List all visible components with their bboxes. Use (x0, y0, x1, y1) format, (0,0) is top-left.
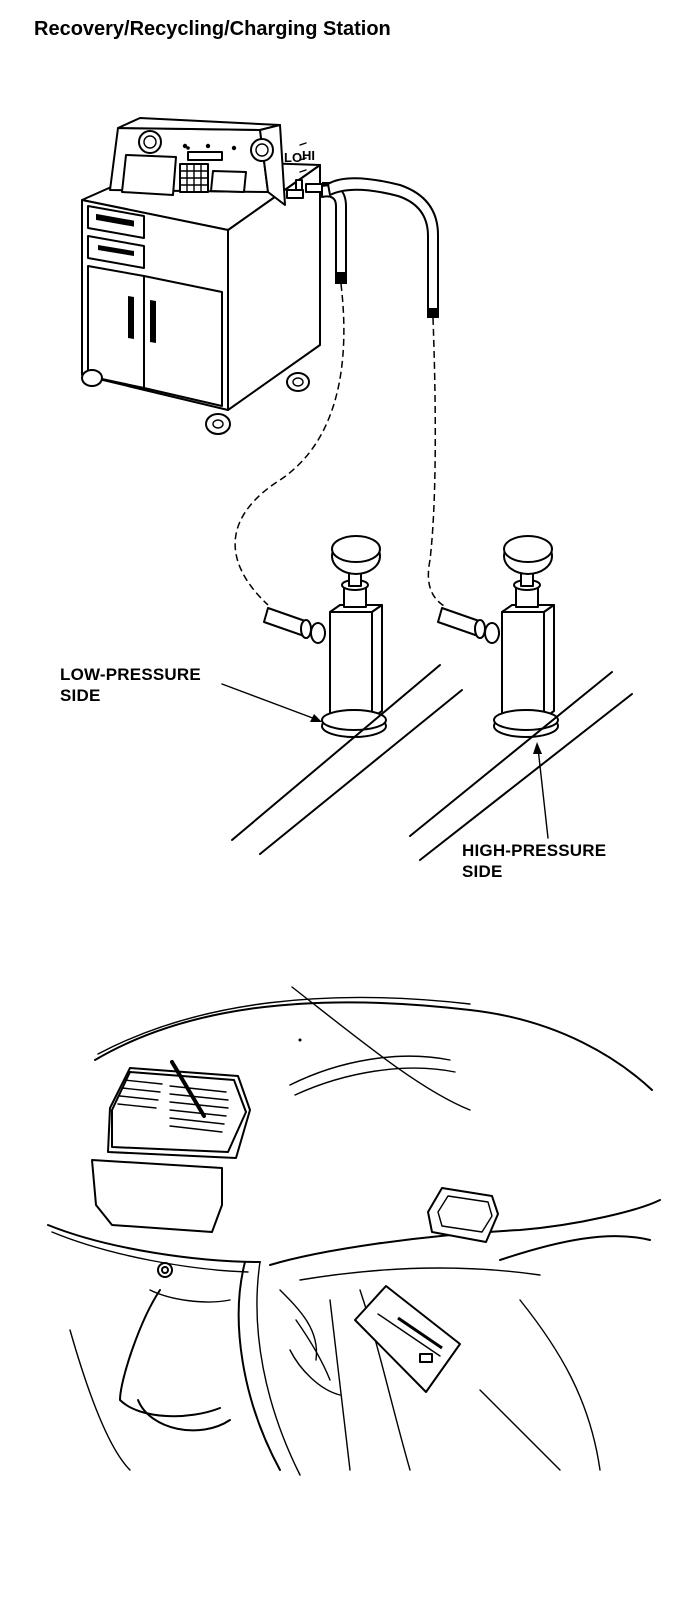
low-pressure-coupler (263, 535, 387, 738)
low-pressure-label-line1: LOW-PRESSURE (60, 665, 201, 684)
port-lo-label: LO (284, 150, 302, 165)
low-pressure-label-line2: SIDE (60, 686, 101, 705)
port-hi-label: HI (302, 148, 315, 163)
hoses (234, 177, 445, 607)
high-pressure-label-line1: HIGH-PRESSURE (462, 841, 607, 860)
recovery-station (81, 117, 321, 435)
page-title: Recovery/Recycling/Charging Station (34, 18, 391, 40)
cabinet-wheels (81, 369, 310, 435)
dashboard-illustration (47, 986, 661, 1476)
label-leaders (221, 683, 549, 839)
ac-lines (231, 664, 633, 861)
keypad (179, 163, 209, 193)
high-pressure-label-line2: SIDE (462, 862, 503, 881)
low-pressure-label: LOW-PRESSURE SIDE (60, 664, 201, 706)
high-pressure-coupler (437, 535, 559, 738)
high-pressure-label: HIGH-PRESSURE SIDE (462, 840, 606, 882)
